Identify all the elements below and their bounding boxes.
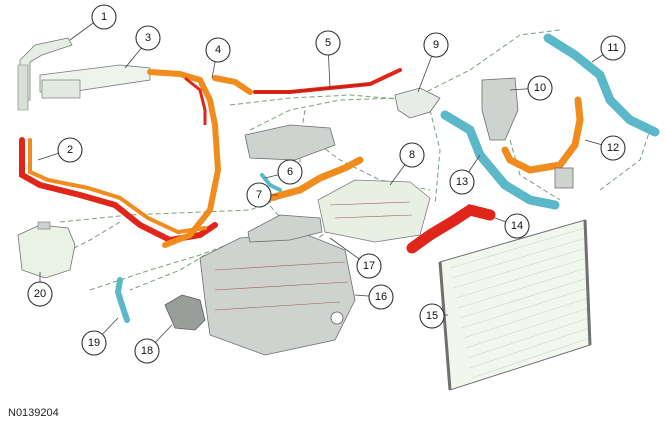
callout-19: 19 xyxy=(81,330,107,356)
coolant-pump xyxy=(481,77,519,141)
svg-text:3: 3 xyxy=(145,32,151,44)
heater-hose-lower xyxy=(19,137,218,244)
callout-3: 3 xyxy=(135,25,161,51)
callout-13: 13 xyxy=(449,169,475,195)
callout-7: 7 xyxy=(246,182,272,208)
callout-4: 4 xyxy=(205,37,231,63)
callout-14: 14 xyxy=(504,213,530,239)
svg-text:18: 18 xyxy=(141,345,153,357)
thermostat-housing xyxy=(394,87,441,119)
svg-text:7: 7 xyxy=(256,189,262,201)
svg-text:13: 13 xyxy=(456,176,468,188)
callout-15: 15 xyxy=(419,303,445,329)
svg-text:2: 2 xyxy=(67,144,73,156)
oil-cooler xyxy=(164,294,206,331)
svg-text:17: 17 xyxy=(363,260,375,272)
bypass-tube xyxy=(17,37,73,111)
callout-11: 11 xyxy=(600,35,626,61)
svg-text:20: 20 xyxy=(34,288,46,300)
upper-radiator-hose xyxy=(543,33,660,137)
expansion-tank-hose xyxy=(114,277,130,323)
callout-16: 16 xyxy=(368,284,394,310)
radiator-inlet-hose xyxy=(406,204,496,254)
svg-text:9: 9 xyxy=(433,39,439,51)
flow-routes xyxy=(59,29,651,301)
callout-20: 20 xyxy=(27,281,53,307)
cylinder-head xyxy=(317,179,431,243)
svg-text:5: 5 xyxy=(325,37,331,49)
coolant-crossover xyxy=(244,124,336,161)
callout-12: 12 xyxy=(600,135,626,161)
callout-6: 6 xyxy=(277,159,303,185)
heater-hose-upper xyxy=(147,69,253,248)
callout-9: 9 xyxy=(423,32,449,58)
cylinder-head-left xyxy=(247,214,323,243)
svg-text:12: 12 xyxy=(607,142,619,154)
callout-17: 17 xyxy=(356,253,382,279)
svg-text:19: 19 xyxy=(88,337,100,349)
callout-10: 10 xyxy=(527,75,553,101)
svg-text:15: 15 xyxy=(426,310,438,322)
degas-hose xyxy=(253,68,402,94)
radiator xyxy=(438,219,592,391)
svg-text:1: 1 xyxy=(101,11,107,23)
heater-core xyxy=(39,64,151,99)
svg-text:8: 8 xyxy=(409,149,415,161)
figure-id: N0139204 xyxy=(8,407,59,419)
svg-text:6: 6 xyxy=(287,166,293,178)
svg-text:16: 16 xyxy=(375,291,387,303)
callout-18: 18 xyxy=(134,338,160,364)
callout-1: 1 xyxy=(91,4,117,30)
callout-8: 8 xyxy=(399,142,425,168)
svg-text:11: 11 xyxy=(607,42,618,54)
expansion-tank xyxy=(17,221,76,279)
svg-text:14: 14 xyxy=(511,220,523,232)
callout-2: 2 xyxy=(57,137,83,163)
lower-radiator-hose xyxy=(440,110,560,210)
callout-5: 5 xyxy=(315,30,341,56)
coolant-hose-12 xyxy=(501,96,584,189)
coolant-hose-7 xyxy=(260,156,364,202)
svg-text:4: 4 xyxy=(215,44,221,56)
svg-text:10: 10 xyxy=(534,82,546,94)
engine-block xyxy=(199,231,356,356)
